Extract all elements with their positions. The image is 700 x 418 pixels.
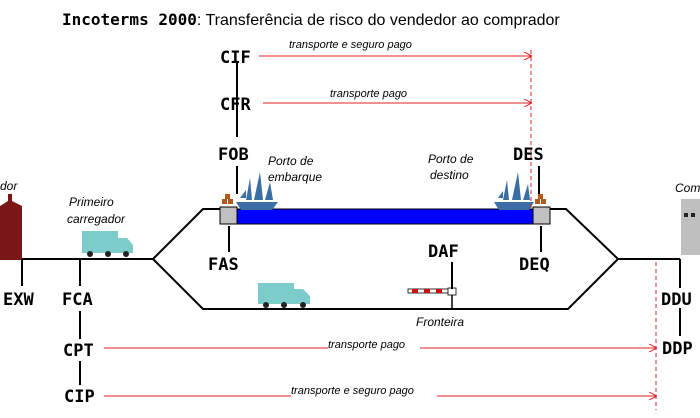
term-des: DES	[513, 145, 544, 165]
place-seller-cut: dor	[0, 179, 18, 193]
place-buyer-cut: Com	[675, 181, 700, 195]
building-icon-buyer	[681, 199, 700, 255]
term-cip: CIP	[64, 387, 95, 407]
term-cif: CIF	[220, 48, 251, 68]
title-rest: : Transferência de risco do vendedor ao …	[197, 12, 561, 29]
term-exw: EXW	[3, 290, 34, 310]
diagram-title: Incoterms 2000: Transferência de risco d…	[62, 10, 560, 29]
place-first-carrier-line2: carregador	[67, 212, 126, 226]
lower-route	[152, 258, 619, 310]
quay-embark	[219, 206, 238, 225]
label-backing-cpt	[328, 340, 420, 351]
title-bold: Incoterms 2000	[62, 10, 197, 29]
route-label-cpt: transporte pago	[328, 339, 405, 351]
place-border: Fronteira	[416, 315, 464, 329]
sea-water	[236, 208, 534, 225]
term-deq: DEQ	[519, 255, 550, 275]
route-label-cip: transporte e seguro pago	[291, 385, 414, 397]
term-fca: FCA	[62, 290, 93, 310]
upper-route-right	[550, 208, 619, 260]
term-fas: FAS	[208, 255, 239, 275]
ship-icon-destination	[494, 172, 534, 210]
route-label-cif: transporte e seguro pago	[289, 39, 412, 51]
place-first-carrier-line1: Primeiro	[69, 195, 114, 209]
quay-destination	[532, 206, 551, 225]
term-fob: FOB	[218, 145, 249, 165]
route-label-cfr: transporte pago	[330, 88, 407, 100]
upper-route-left	[152, 208, 220, 260]
label-backing-cip	[291, 386, 437, 397]
place-embark-line1: Porto de	[268, 154, 314, 168]
term-daf: DAF	[428, 242, 459, 262]
term-ddu: DDU	[661, 290, 692, 310]
term-cpt: CPT	[63, 341, 94, 361]
place-destination-line2: destino	[430, 168, 469, 182]
truck-icon-first-carrier	[82, 231, 133, 257]
cargo-icon-embark	[222, 194, 233, 204]
term-cfr: CFR	[220, 95, 251, 115]
border-barrier-icon	[407, 287, 457, 309]
truck-icon-land-route	[258, 283, 310, 308]
place-embark-line2: embarque	[268, 170, 322, 184]
ship-icon-embark	[236, 172, 278, 210]
cargo-icon-destination	[535, 194, 546, 204]
place-destination-line1: Porto de	[428, 152, 474, 166]
factory-icon-seller	[0, 194, 22, 260]
term-ddp: DDP	[662, 339, 693, 359]
